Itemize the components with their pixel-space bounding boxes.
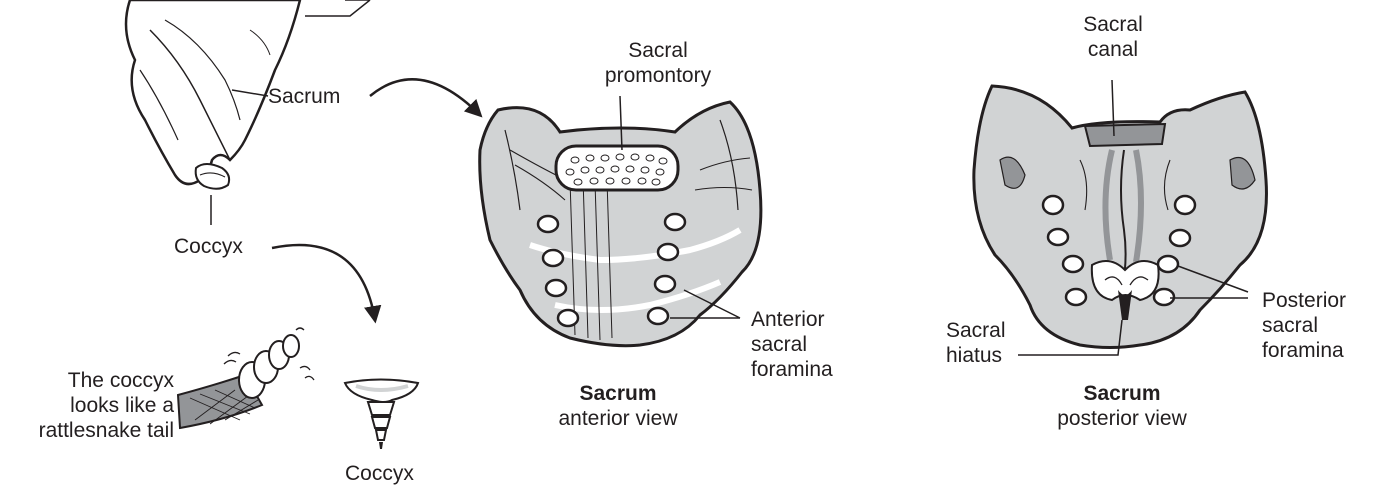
caption-anterior-view: Sacrum anterior view (528, 381, 708, 431)
label-posterior-sacral-foramina: Posterior sacral foramina (1262, 288, 1346, 363)
label-rattlesnake-line-3: rattlesnake tail (0, 418, 174, 443)
label-sacrum-side: Sacrum (268, 84, 340, 109)
label-anterior-foramina-line-3: foramina (751, 357, 833, 382)
sacrum-anterior-illustration (480, 96, 761, 346)
caption-anterior-title: Sacrum (528, 381, 708, 406)
label-sacral-canal-line-1: Sacral (1068, 12, 1158, 37)
label-rattlesnake-line-2: looks like a (0, 393, 174, 418)
label-anterior-foramina-line-2: sacral (751, 332, 833, 357)
label-rattlesnake-line-1: The coccyx (0, 368, 174, 393)
caption-posterior-subtitle: posterior view (1032, 406, 1212, 431)
caption-posterior-view: Sacrum posterior view (1032, 381, 1212, 431)
side-view-spine-illustration (126, 0, 370, 225)
coccyx-detail-illustration (345, 380, 418, 450)
caption-posterior-title: Sacrum (1032, 381, 1212, 406)
sacrum-posterior-illustration (974, 80, 1267, 355)
label-coccyx-side: Coccyx (174, 234, 243, 259)
label-sacral-promontory: Sacral promontory (590, 38, 726, 88)
label-rattlesnake-tail: The coccyx looks like a rattlesnake tail (0, 368, 174, 443)
label-sacral-promontory-line-1: Sacral (590, 38, 726, 63)
rattlesnake-tail-illustration (178, 328, 314, 428)
label-posterior-foramina-line-1: Posterior (1262, 288, 1346, 313)
arrow-coccyx-to-detail (272, 245, 375, 320)
label-sacral-hiatus: Sacral hiatus (946, 318, 1006, 368)
label-sacral-hiatus-line-1: Sacral (946, 318, 1006, 343)
label-anterior-foramina-line-1: Anterior (751, 307, 833, 332)
caption-anterior-subtitle: anterior view (528, 406, 708, 431)
label-posterior-foramina-line-2: sacral (1262, 313, 1346, 338)
label-sacral-canal-line-2: canal (1068, 37, 1158, 62)
label-sacral-canal: Sacral canal (1068, 12, 1158, 62)
label-sacral-promontory-line-2: promontory (590, 63, 726, 88)
label-anterior-sacral-foramina: Anterior sacral foramina (751, 307, 833, 382)
label-sacral-hiatus-line-2: hiatus (946, 343, 1006, 368)
arrow-sacrum-to-anterior (370, 79, 480, 115)
label-coccyx-bottom: Coccyx (345, 461, 414, 486)
label-posterior-foramina-line-3: foramina (1262, 338, 1346, 363)
